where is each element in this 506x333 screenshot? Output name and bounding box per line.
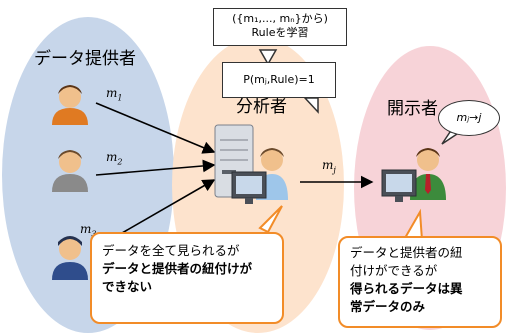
left-callout-line1: データを全て見られるが [102,243,240,258]
provider-person-3 [52,236,88,280]
arrow-m1 [95,102,216,154]
right-callout: データと提供者の紐 付けができるが 得られるデータは異 常データのみ [338,236,502,328]
learn-bubble-line2: Ruleを学習 [251,26,309,39]
arrow-m2 [95,159,216,176]
learn-bubble-tail [258,49,278,66]
discloser-title: 開示者 [387,99,438,119]
predict-bubble-tail [303,97,319,114]
left-callout-line3: できない [102,279,153,294]
discloser-monitor-icon [381,169,417,202]
provider-person-2 [52,150,88,192]
left-callout-tail [258,205,283,234]
label-m1: m1 [106,86,123,103]
provider-person-1 [52,85,88,125]
label-m2: m2 [106,150,123,167]
discloser-person [410,148,446,200]
right-callout-line2: 付けができるが [350,263,438,278]
right-callout-line4: 常データのみ [350,299,426,314]
thought-bubble-text: mⱼ→j [456,111,482,124]
provider-title: データ提供者 [34,49,136,69]
left-callout: データを全て見られるが データと提供者の紐付けが できない [90,232,284,324]
right-callout-line3: 得られるデータは異 [350,281,463,296]
left-callout-line2: データと提供者の紐付けが [102,261,253,276]
analyst-monitor-icon [231,171,267,204]
learn-bubble-line1: ({m₁,..., mₙ}から) [232,12,328,25]
label-mj: mj [322,158,336,175]
predict-bubble-text: P(mⱼ,Rule)=1 [243,73,315,86]
learn-bubble: ({m₁,..., mₙ}から) Ruleを学習 [213,8,347,46]
predict-bubble: P(mⱼ,Rule)=1 [222,62,336,98]
right-callout-line1: データと提供者の紐 [350,245,463,260]
analyst-title: 分析者 [236,97,287,117]
thought-bubble: mⱼ→j [438,100,500,136]
